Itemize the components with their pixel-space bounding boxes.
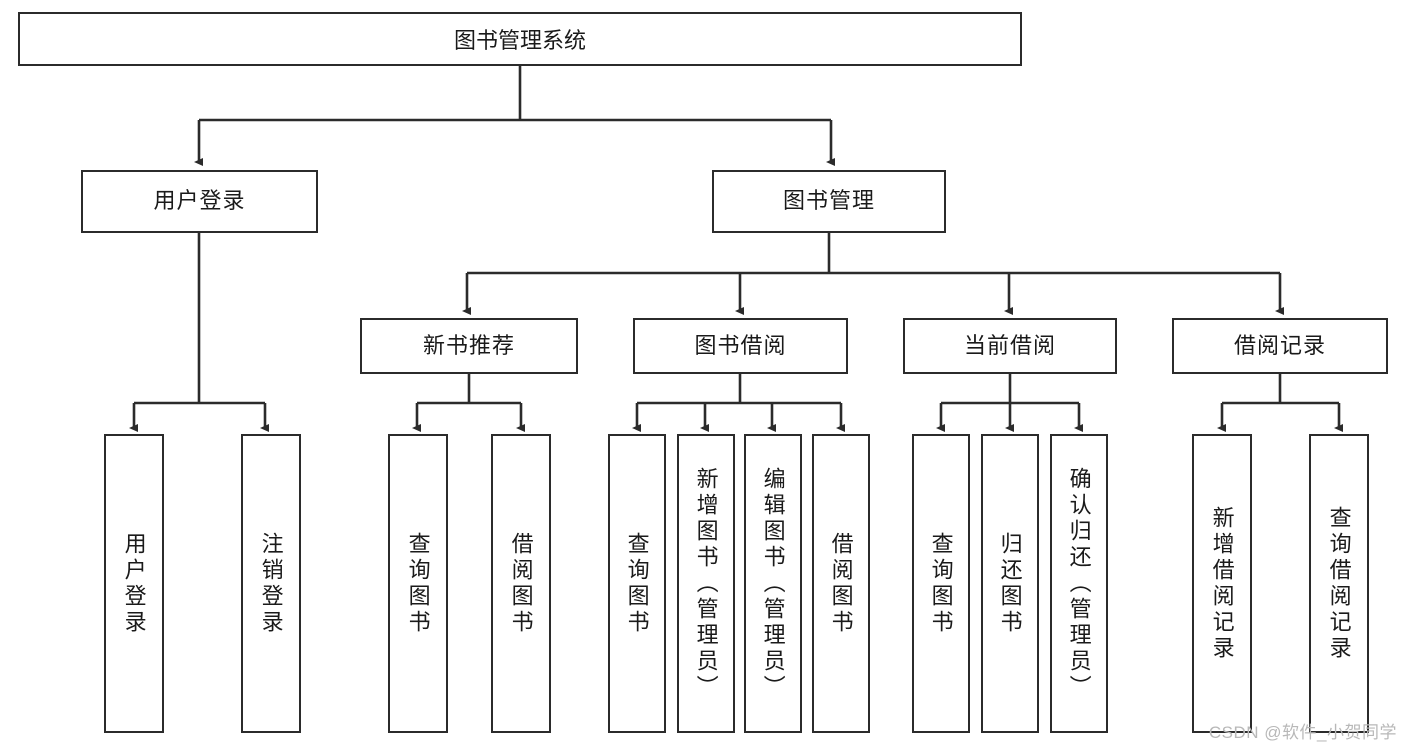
leaf-borrow-book-borrow-label: 借阅图书 [828,531,854,636]
node-root[interactable]: 图书管理系统 [18,12,1022,66]
node-current-borrow-label: 当前借阅 [963,332,1056,358]
leaf-query-borrow-record[interactable]: 查询借阅记录 [1309,434,1369,733]
node-borrow-record-label: 借阅记录 [1233,332,1326,358]
leaf-borrow-book-recommend[interactable]: 借阅图书 [491,434,551,733]
leaf-add-borrow-record[interactable]: 新增借阅记录 [1192,434,1252,733]
node-book-management-label: 图书管理 [782,188,875,214]
node-borrow-record[interactable]: 借阅记录 [1172,318,1388,374]
leaf-borrow-book-borrow[interactable]: 借阅图书 [812,434,870,733]
leaf-add-book-admin-label: 新增图书（管理员） [693,466,719,701]
leaf-logout-label: 注销登录 [258,531,284,636]
leaf-query-borrow-record-label: 查询借阅记录 [1326,505,1352,662]
leaf-query-book-recommend[interactable]: 查询图书 [388,434,448,733]
leaf-edit-book-admin[interactable]: 编辑图书（管理员） [744,434,802,733]
csdn-watermark: CSDN @软件_小贺同学 [1208,723,1397,742]
leaf-confirm-return-admin[interactable]: 确认归还（管理员） [1050,434,1108,733]
node-user-login[interactable]: 用户登录 [81,170,318,233]
leaf-user-login[interactable]: 用户登录 [104,434,164,733]
leaf-query-book-current-label: 查询图书 [928,531,954,636]
leaf-query-book-current[interactable]: 查询图书 [912,434,970,733]
node-root-label: 图书管理系统 [453,28,586,53]
leaf-confirm-return-admin-label: 确认归还（管理员） [1066,466,1092,701]
leaf-edit-book-admin-label: 编辑图书（管理员） [760,466,786,701]
leaf-return-book-label: 归还图书 [997,531,1023,636]
node-new-book-recommend[interactable]: 新书推荐 [360,318,578,374]
node-book-management[interactable]: 图书管理 [712,170,946,233]
leaf-return-book[interactable]: 归还图书 [981,434,1039,733]
node-user-login-label: 用户登录 [153,188,246,214]
leaf-query-book-borrow-label: 查询图书 [624,531,650,636]
node-book-borrow[interactable]: 图书借阅 [633,318,848,374]
leaf-user-login-label: 用户登录 [121,531,147,636]
leaf-query-book-borrow[interactable]: 查询图书 [608,434,666,733]
leaf-add-book-admin[interactable]: 新增图书（管理员） [677,434,735,733]
leaf-add-borrow-record-label: 新增借阅记录 [1209,505,1235,662]
node-book-borrow-label: 图书借阅 [694,332,787,358]
leaf-logout[interactable]: 注销登录 [241,434,301,733]
node-current-borrow[interactable]: 当前借阅 [903,318,1117,374]
leaf-query-book-recommend-label: 查询图书 [405,531,431,636]
node-new-book-recommend-label: 新书推荐 [422,332,515,358]
leaf-borrow-book-recommend-label: 借阅图书 [508,531,534,636]
